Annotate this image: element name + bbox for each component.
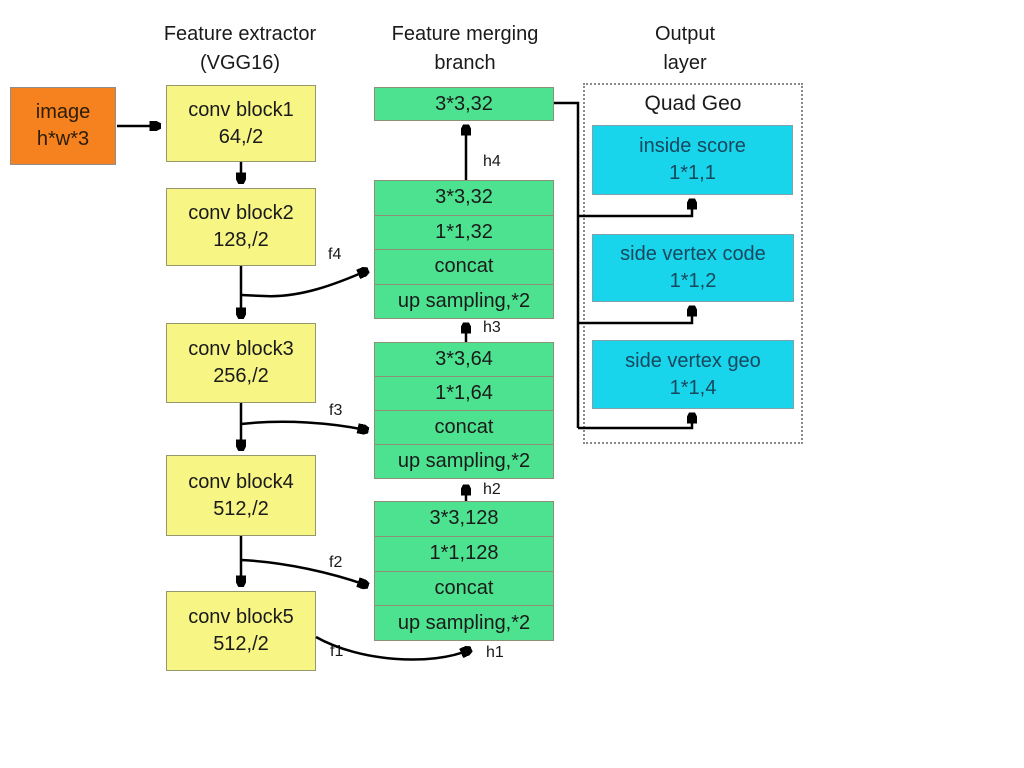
feature-extractor-title-line1: Feature extractor xyxy=(163,23,317,45)
arrow-f4 xyxy=(240,271,366,298)
edge-label-h4: h4 xyxy=(483,153,501,170)
conv-block-3-params: 256,/2 xyxy=(213,365,269,387)
edge-label-f1: f1 xyxy=(330,643,344,660)
feature-merging-title-line1: Feature merging xyxy=(391,23,539,45)
quad-geo-group xyxy=(583,83,803,444)
conv-block-1-name: conv block1 xyxy=(188,98,294,121)
merge-stack-1-row-conv1x1: 1*1,32 xyxy=(375,214,553,250)
merge-stack-1-row-upsampling: up sampling,*2 xyxy=(375,283,553,319)
edge-label-h3: h3 xyxy=(483,319,501,336)
conv-block-5-name: conv block5 xyxy=(188,606,294,628)
conv-block-1-params: 64,/2 xyxy=(218,125,264,148)
merge-stack-3-row-upsampling: up sampling,*2 xyxy=(375,605,553,640)
input-image-shape: h*w*3 xyxy=(36,128,90,150)
merge-stack-1: 3*3,32 1*1,32 concat up sampling,*2 xyxy=(374,180,554,319)
merge-stack-3-row-concat: concat xyxy=(375,570,553,606)
conv-block-2-params: 128,/2 xyxy=(213,229,269,251)
feature-extractor-title-line2: (VGG16) xyxy=(199,52,281,74)
wire-merge-to-output-trunk xyxy=(554,101,580,428)
quad-geo-group-title: Quad Geo xyxy=(644,92,742,115)
conv-block-4: conv block4 512,/2 xyxy=(166,455,316,536)
merge-stack-3-row-conv1x1: 1*1,128 xyxy=(375,535,553,571)
conv-block-3: conv block3 256,/2 xyxy=(166,323,316,403)
merge-stack-2-row-conv3x3: 3*3,64 xyxy=(435,348,493,370)
conv-block-1: conv block1 64,/2 xyxy=(166,85,316,162)
side-vertex-code-label: side vertex code xyxy=(620,243,766,265)
edge-label-f2: f2 xyxy=(329,554,343,571)
merge-stack-3-row-conv3x3: 3*3,128 xyxy=(429,507,499,530)
arrow-f2 xyxy=(240,558,366,585)
output-layer-title-line1: Output xyxy=(654,23,716,45)
side-vertex-geo-shape: 1*1,4 xyxy=(669,376,717,399)
edge-label-h2: h2 xyxy=(483,481,501,498)
feature-extractor-title: Feature extractor (VGG16) xyxy=(130,20,350,78)
inside-score-shape: 1*1,1 xyxy=(669,162,716,184)
merge-stack-1-row-conv3x3: 3*3,32 xyxy=(435,186,493,209)
output-layer-title: Output layer xyxy=(575,20,795,78)
merge-stack-2: 3*3,64 1*1,64 concat up sampling,*2 xyxy=(374,342,554,479)
merge-stack-3: 3*3,128 1*1,128 concat up sampling,*2 xyxy=(374,501,554,641)
input-image-box: image h*w*3 xyxy=(10,87,116,165)
conv-block-4-name: conv block4 xyxy=(188,470,294,493)
output-box-side-vertex-geo: side vertex geo 1*1,4 xyxy=(592,340,794,409)
merge-stack-2-row-upsampling: up sampling,*2 xyxy=(375,444,553,478)
feature-merging-title: Feature merging branch xyxy=(355,20,575,78)
conv-block-2: conv block2 128,/2 xyxy=(166,188,316,266)
output-box-side-vertex-code: side vertex code 1*1,2 xyxy=(592,234,794,302)
edge-label-f4: f4 xyxy=(328,246,342,263)
conv-block-3-name: conv block3 xyxy=(188,338,294,360)
merge-final-conv-box: 3*3,32 xyxy=(374,87,554,121)
conv-block-2-name: conv block2 xyxy=(188,202,294,224)
feature-merging-title-line2: branch xyxy=(434,52,496,74)
side-vertex-geo-label: side vertex geo xyxy=(625,349,761,372)
merge-stack-1-row-concat: concat xyxy=(375,249,553,284)
edge-label-f3: f3 xyxy=(329,402,343,419)
merge-stack-2-row-conv1x1: 1*1,64 xyxy=(375,376,553,410)
arrow-f3 xyxy=(240,420,366,430)
output-layer-title-line2: layer xyxy=(663,52,707,74)
inside-score-label: inside score xyxy=(639,135,746,157)
input-image-label: image xyxy=(35,101,91,123)
output-box-inside-score: inside score 1*1,1 xyxy=(592,125,793,195)
side-vertex-code-shape: 1*1,2 xyxy=(669,270,717,292)
edge-label-h1: h1 xyxy=(486,644,504,661)
conv-block-5-params: 512,/2 xyxy=(213,633,269,655)
conv-block-5: conv block5 512,/2 xyxy=(166,591,316,671)
merge-final-conv-label: 3*3,32 xyxy=(435,92,493,115)
merge-stack-2-row-concat: concat xyxy=(375,410,553,444)
conv-block-4-params: 512,/2 xyxy=(213,497,269,520)
